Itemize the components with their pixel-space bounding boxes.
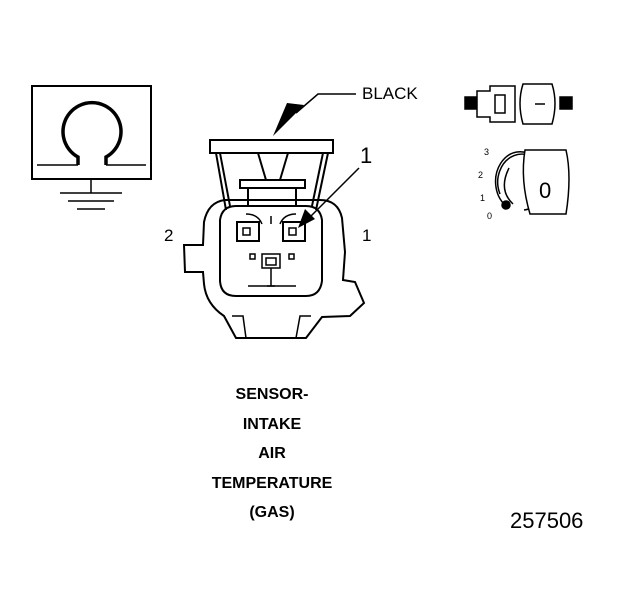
title-line: TEMPERATURE [211, 474, 333, 492]
title-line: (GAS) [249, 504, 295, 521]
ohmmeter-symbol-icon [31, 85, 152, 180]
dial-selected-value: 0 [539, 178, 551, 203]
pin-callout-label: 1 [360, 143, 373, 168]
title-line: SENSOR- [235, 386, 309, 403]
terminal-cavity-2 [236, 221, 260, 242]
sensor-element [248, 253, 296, 287]
connector-icon [464, 83, 573, 125]
dial-tick-3: 3 [484, 147, 490, 157]
dial-tick-0: 0 [487, 211, 493, 221]
dial-tick-2: 2 [478, 170, 484, 180]
ground-symbol-icon [60, 179, 122, 210]
cavity-2-label: 2 [164, 226, 174, 245]
component-title: SENSOR- INTAKE AIR TEMPERATURE (GAS) [180, 380, 364, 528]
dial-icon: 0 [494, 149, 570, 215]
terminal-cavity-1 [282, 221, 306, 242]
wire-color-leader [273, 93, 356, 136]
figure-number: 257506 [510, 508, 584, 533]
title-line: AIR [258, 445, 286, 462]
pin-callout-arrow [298, 167, 360, 228]
dial-tick-1: 1 [480, 193, 486, 203]
title-line: INTAKE [242, 415, 302, 433]
wire-color-label: BLACK [362, 84, 418, 103]
cavity-1-label: 1 [362, 226, 372, 245]
connector-body [182, 139, 366, 339]
